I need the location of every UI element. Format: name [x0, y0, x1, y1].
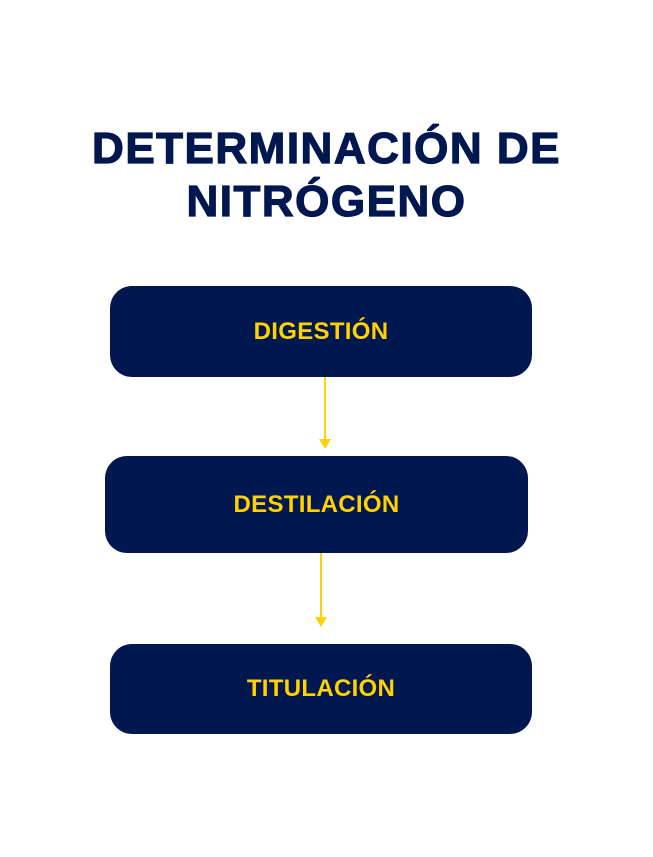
step-box-digestion: DIGESTIÓN	[110, 286, 532, 377]
title-line-1: DETERMINACIÓN DE	[91, 123, 561, 173]
diagram-title: DETERMINACIÓN DE NITRÓGENO	[0, 122, 653, 228]
arrow-down-icon	[315, 553, 327, 627]
arrow-down-icon	[319, 377, 331, 449]
step-label: TITULACIÓN	[246, 675, 396, 702]
step-label: DESTILACIÓN	[233, 490, 400, 518]
step-label: DIGESTIÓN	[253, 317, 389, 345]
step-box-destilacion: DESTILACIÓN	[105, 456, 528, 553]
step-box-titulacion: TITULACIÓN	[110, 644, 532, 734]
title-line-2: NITRÓGENO	[186, 176, 467, 226]
